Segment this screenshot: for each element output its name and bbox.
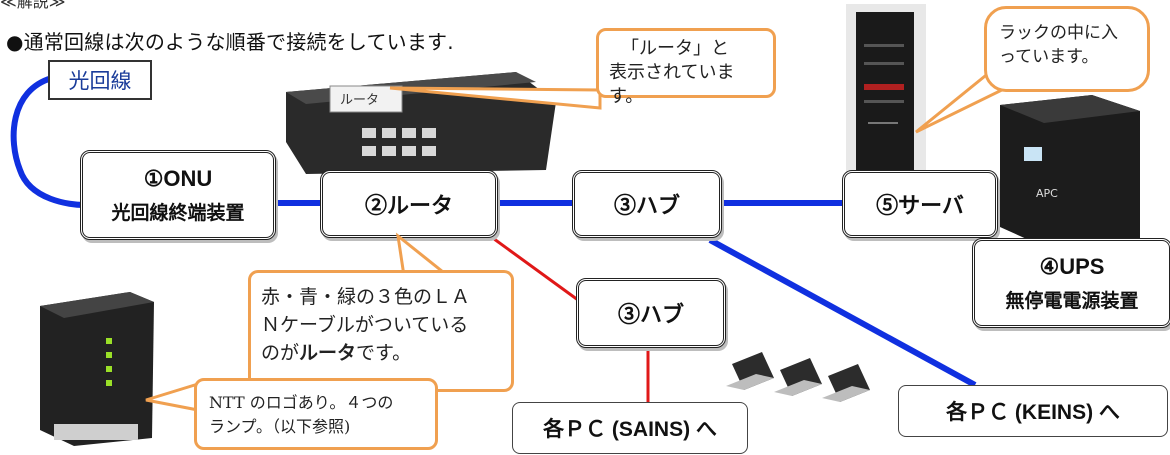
fiber-line-label: 光回線 [48, 60, 152, 100]
ups-subtitle: 無停電電源装置 [1005, 290, 1139, 312]
ups-title: ④UPS [1039, 253, 1105, 279]
onu-title: ①ONU [143, 165, 213, 191]
cable-router-hub2 [489, 234, 579, 302]
router-node: ②ルータ [320, 170, 498, 238]
ups-brand-text: APC [1036, 187, 1058, 200]
router-label-callout-line2: 表示されています。 [609, 62, 735, 107]
onu-photo [34, 288, 156, 448]
server-title: ⑤サーバ [876, 193, 964, 218]
cable-hub-keins [708, 237, 977, 388]
ups-photo: APC [1000, 95, 1140, 245]
ups-node: ④UPS 無停電電源装置 [972, 238, 1170, 328]
rack-callout-line2: っています。 [999, 47, 1099, 67]
router-label-callout: 「ルータ」と 表示されています。 [596, 28, 776, 107]
lan-callout-line1: 赤・青・緑の３色のＬＡ [261, 286, 471, 308]
hub2-node: ③ハブ [576, 278, 726, 348]
onu-subtitle: 光回線終端装置 [111, 202, 245, 224]
server-photo [846, 4, 926, 190]
hub-title: ③ハブ [613, 193, 680, 218]
router-callout-pointer [389, 86, 602, 110]
ntt-callout-line2: ランプ。（以下参照) [209, 417, 351, 436]
lan-callout: 赤・青・緑の３色のＬＡ Ｎケーブルがついている のがルータです。 [248, 270, 514, 392]
router-title: ②ルータ [364, 193, 453, 218]
router-sticker-text: ルータ [340, 93, 379, 108]
hub2-title: ③ハブ [617, 302, 684, 327]
ntt-callout-line1: NTT のロゴあり。４つの [209, 393, 394, 412]
rack-callout: ラックの中に入 っています。 [984, 6, 1150, 92]
laptops-photo [722, 322, 902, 412]
lan-callout-post: です。 [356, 342, 412, 364]
onu-node: ①ONU 光回線終端装置 [80, 150, 276, 240]
server-node: ⑤サーバ [842, 170, 998, 238]
hub-node: ③ハブ [572, 170, 722, 238]
ntt-callout-pointer [145, 381, 200, 412]
lan-callout-pre: のが [261, 342, 300, 364]
router-label-callout-line1: 「ルータ」と [621, 38, 729, 59]
lan-callout-bold: ルータ [299, 342, 357, 364]
rack-callout-line1: ラックの中に入 [999, 23, 1118, 43]
ntt-callout: NTT のロゴあり。４つの ランプ。（以下参照) [194, 378, 438, 450]
keins-destination: 各ＰＣ (KEINS) へ [898, 385, 1168, 437]
fiber-cable [10, 75, 85, 208]
lan-callout-line3: のがルータです。 [261, 339, 501, 367]
lan-callout-line2: Ｎケーブルがついている [261, 314, 469, 336]
intro-text: ●通常回線は次のような順番で接続をしています. [6, 30, 454, 54]
section-heading: ≪解説≫ [0, 0, 66, 11]
sains-destination: 各ＰＣ (SAINS) へ [512, 402, 748, 454]
